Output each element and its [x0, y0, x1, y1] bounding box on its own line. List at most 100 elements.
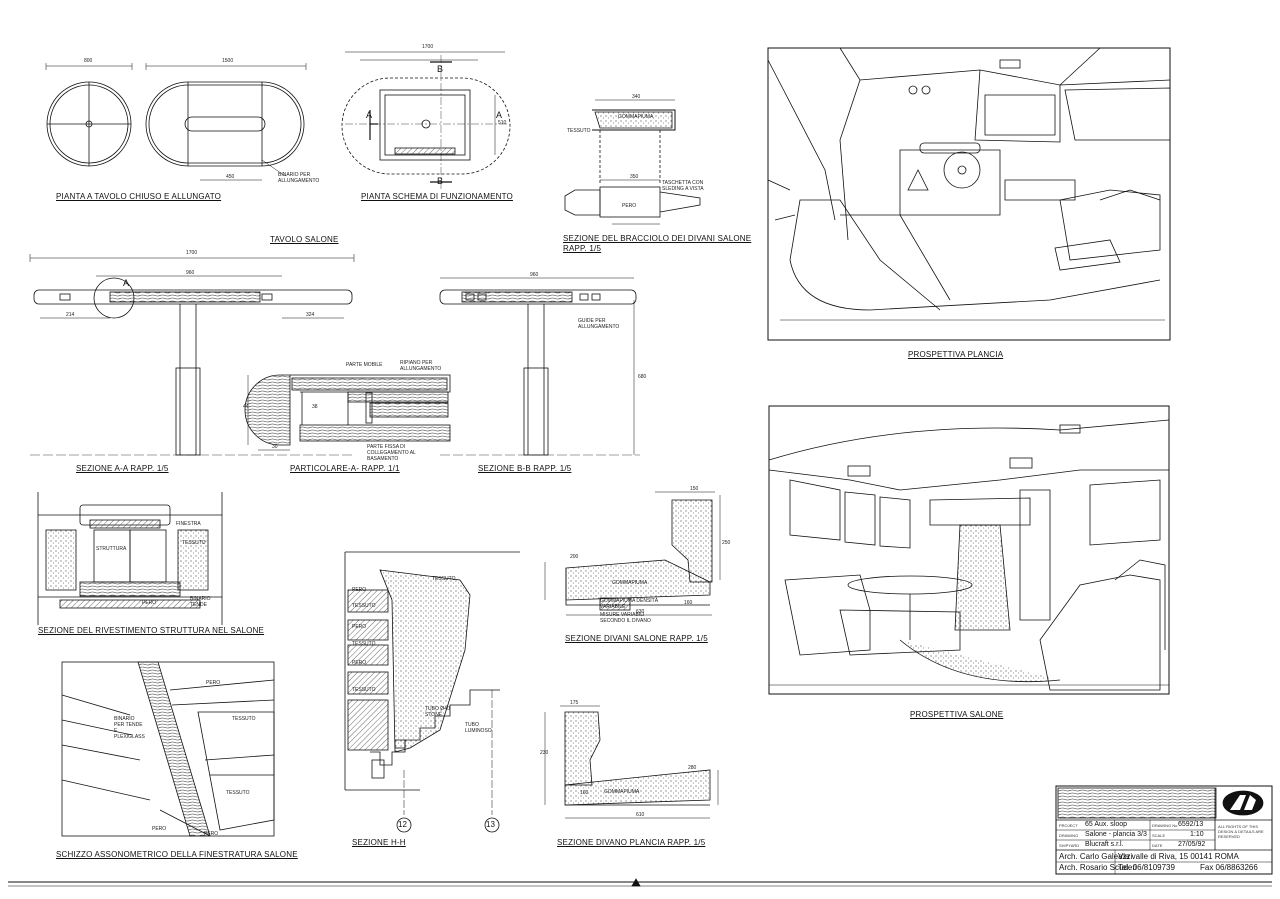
- title-section-hh: SEZIONE H-H: [352, 838, 406, 847]
- tb-rights-note: ALL RIGHTS OF THIS DESIGN & DETAILS ARE …: [1218, 824, 1264, 839]
- dim-214: 214: [66, 312, 75, 318]
- tb-scale-value: 1:10: [1190, 831, 1204, 838]
- tb-project-value: 65 Aux. sloop: [1085, 821, 1128, 828]
- section-aa: [29, 254, 355, 456]
- section-hh: [344, 551, 520, 833]
- note-pear-sketch: PERO: [206, 680, 221, 686]
- title-sofa-deck: SEZIONE DIVANO PLANCIA RAPP. 1/5: [557, 838, 706, 847]
- note-fabric-sketch-1: TESSUTO: [232, 716, 256, 722]
- note-fabric-armrest: TESSUTO: [567, 128, 591, 134]
- dim-160: 160: [684, 600, 693, 606]
- grid-marker-13: 13: [486, 820, 495, 829]
- detail-a: [244, 374, 451, 451]
- title-axonometric: SCHIZZO ASSONOMETRICO DELLA FINESTRATURA…: [56, 850, 298, 859]
- title-helm-perspective: PROSPETTIVA PLANCIA: [908, 350, 1004, 359]
- note-curtain-rail: BINARIO TENDE: [190, 596, 211, 608]
- title-detail-a: PARTICOLARE-A- RAPP. 1/1: [290, 464, 400, 473]
- tb-architect-2: Arch. Rosario Scuderi: [1059, 863, 1137, 872]
- note-fabric-hh: TESSUTO: [432, 576, 456, 582]
- dim-1500: 1500: [222, 58, 234, 64]
- note-moving-part: PARTE MOBILE: [346, 362, 383, 368]
- note-pear-sketch-2: PERO: [152, 826, 167, 832]
- marker-b-plan: B: [437, 64, 444, 74]
- dim-960-aa: 960: [186, 270, 195, 276]
- marker-b-plan-2: B: [437, 176, 444, 186]
- note-extension-shelf: RIPIANO PER ALLUNGAMENTO: [400, 360, 442, 372]
- sofa-section-saloon: [544, 491, 721, 616]
- tb-date-value: 27/05/92: [1178, 841, 1206, 848]
- title-section-aa: SEZIONE A-A RAPP. 1/5: [76, 464, 169, 473]
- tb-address: Via valle di Riva, 15 00141 ROMA: [1118, 852, 1239, 861]
- dim-280: 280: [688, 765, 697, 771]
- section-bb: [439, 277, 640, 456]
- title-armrest-scale: RAPP. 1/5: [563, 244, 602, 253]
- note-stone-tube: TUBO Ø40 STONE: [425, 706, 450, 718]
- lining-section: [37, 492, 223, 625]
- title-armrest: SEZIONE DEL BRACCIOLO DEI DIVANI SALONE: [563, 234, 752, 243]
- note-plexi-rail: BINARIO PER TENDE E PLEXIGLASS: [114, 716, 145, 740]
- dim-200: 200: [570, 554, 579, 560]
- dim-1700: 1700: [422, 44, 434, 50]
- note-pear-lining: PERO: [142, 600, 157, 606]
- dim-340: 340: [632, 94, 641, 100]
- tb-architect-1: Arch. Carlo Galeazzi: [1059, 852, 1133, 861]
- note-light-tube: TUBO LUMINOSO: [465, 722, 492, 734]
- tb-drawing-no-value: 6592/13: [1178, 821, 1204, 828]
- note-foam-density: GOMMAPIUMA DENSITÀ VARIABILE: [600, 598, 659, 610]
- note-fabric-hh-3: TESSUTO: [352, 687, 376, 693]
- note-pear-armrest: PERO: [622, 203, 637, 209]
- note-structure: STRUTTURA: [96, 546, 127, 552]
- note-fabric-hh-1: TESSUTO: [352, 603, 376, 609]
- dim-150: 150: [690, 486, 699, 492]
- dim-800: 800: [84, 58, 93, 64]
- title-table: TAVOLO SALONE: [270, 235, 339, 244]
- axonometric-sketch: [61, 661, 275, 837]
- title-plan-closed: PIANTA A TAVOLO CHIUSO E ALLUNGATO: [56, 192, 222, 201]
- dim-38: 38: [312, 404, 318, 410]
- title-saloon-perspective: PROSPETTIVA SALONE: [910, 710, 1004, 719]
- dim-630: 630: [636, 609, 645, 615]
- plan-operating-scheme: [341, 51, 511, 190]
- plan-table-closed: [45, 63, 307, 181]
- title-sofa-saloon: SEZIONE DIVANI SALONE RAPP. 1/5: [565, 634, 708, 643]
- dim-30: 30: [272, 444, 278, 450]
- title-block-frame: [1055, 785, 1273, 875]
- tb-drawing-label: DRAWING: [1059, 833, 1079, 838]
- tb-fax: Fax 06/8863266: [1200, 863, 1258, 872]
- note-fabric-hh-2: TESSUTO: [352, 641, 376, 647]
- dim-450: 450: [226, 174, 235, 180]
- note-fabric-sketch-2: TESSUTO: [226, 790, 250, 796]
- note-variable-sizes: MISURE VARIABILI SECONDO IL DIVANO: [600, 612, 651, 624]
- marker-a-detail: A: [123, 278, 130, 288]
- note-pear-hh-3: PERO: [352, 660, 367, 666]
- tb-shipyard-label: SHIPYARD: [1059, 843, 1080, 848]
- note-fabric-lining: TESSUTO: [182, 540, 206, 546]
- dim-250: 250: [722, 540, 731, 546]
- note-pocket: TASCHETTA CON SLEDING A VISTA: [662, 180, 704, 192]
- dim-44: 44: [243, 404, 249, 410]
- tb-date-label: DATE: [1152, 843, 1163, 848]
- note-pear-hh-1: PERO: [352, 587, 367, 593]
- dim-960-bb: 960: [530, 272, 539, 278]
- tb-scale-label: SCALE: [1152, 833, 1166, 838]
- armrest-section: [564, 99, 701, 225]
- dim-350: 350: [630, 174, 639, 180]
- note-foam-deck: GOMMAPIUMA: [604, 789, 640, 795]
- tb-phone: Tel. 06/8109739: [1118, 863, 1175, 872]
- perspective-saloon: [768, 405, 1170, 695]
- note-fixed-part: PARTE FISSA DI COLLEGAMENTO AL BASAMENTO: [367, 444, 416, 462]
- tb-drawing-no-label: DRAWING No: [1152, 823, 1178, 828]
- marker-a-plan-2: A: [496, 110, 503, 120]
- title-section-bb: SEZIONE B-B RAPP. 1/5: [478, 464, 572, 473]
- dim-1700-aa: 1700: [186, 250, 198, 256]
- dim-230: 230: [540, 750, 549, 756]
- tb-project-label: PROJECT: [1059, 823, 1078, 828]
- note-foam-armrest: GOMMAPIUMA: [618, 114, 654, 120]
- dim-160-deck: 160: [580, 790, 589, 796]
- grid-marker-12: 12: [398, 820, 407, 829]
- dim-610: 610: [636, 812, 645, 818]
- note-pear-sketch-3: PERO: [204, 831, 219, 837]
- tb-shipyard-value: Blucraft s.r.l.: [1085, 841, 1124, 848]
- dim-324: 324: [306, 312, 315, 318]
